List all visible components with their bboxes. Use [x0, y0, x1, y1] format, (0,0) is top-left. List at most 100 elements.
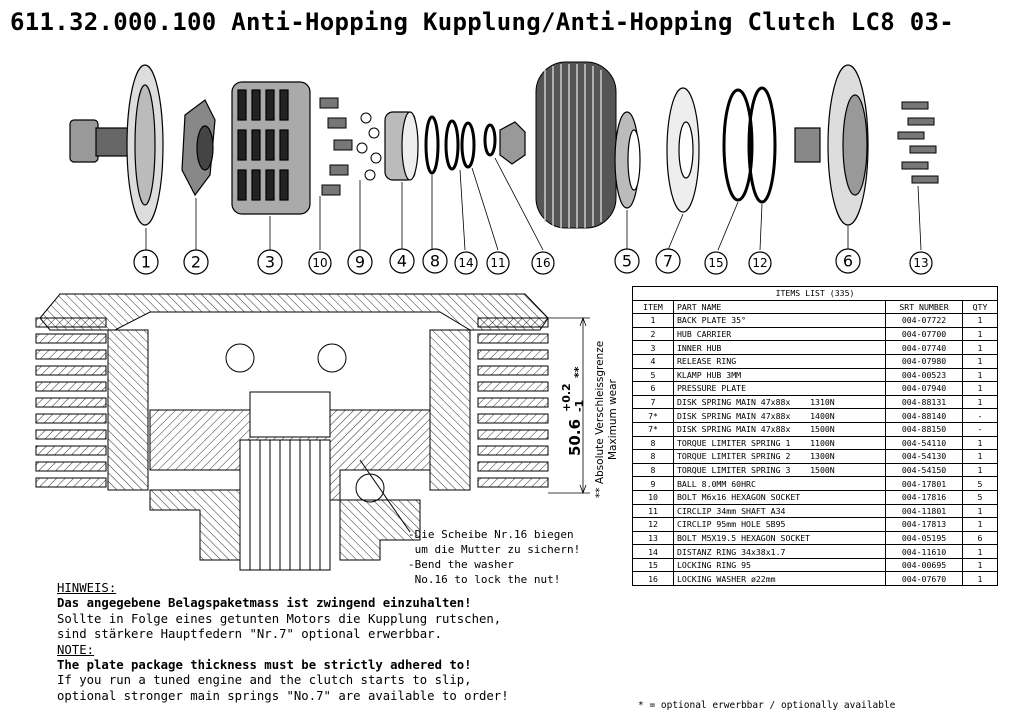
items-list-title: ITEMS LIST (335) — [632, 286, 998, 301]
clutch-plate-pack — [535, 61, 617, 229]
part-9-balls — [356, 112, 382, 181]
callout-label: 9 — [355, 253, 365, 272]
quantity-cell: 1 — [962, 517, 998, 532]
quantity-cell: 1 — [962, 353, 998, 369]
item-number-cell: 13 — [632, 530, 674, 546]
item-number-cell: 14 — [632, 544, 674, 559]
callout-5: 5 — [614, 248, 640, 274]
quantity-cell: 5 — [962, 476, 998, 491]
callout-6: 6 — [835, 248, 861, 274]
part-name-cell: RELEASE RING — [673, 353, 886, 369]
callout-15: 15 — [704, 251, 728, 275]
dimension-tol-plus: +0.2 — [560, 383, 573, 412]
quantity-cell: 1 — [962, 367, 998, 383]
part-15-12-circlips — [722, 86, 777, 204]
callout-12: 12 — [748, 251, 772, 275]
part-number-cell: 004-07700 — [885, 326, 963, 342]
notes-block: HINWEIS: Das angegebene Belagspaketmass … — [57, 581, 509, 704]
item-number-cell: 1 — [632, 313, 674, 328]
page-title: 611.32.000.100 Anti-Hopping Kupplung/Ant… — [10, 8, 954, 36]
item-number-cell: 8 — [632, 435, 674, 451]
callout-11: 11 — [486, 251, 510, 275]
part-10-bolts — [319, 97, 353, 196]
item-number-cell: 10 — [632, 489, 674, 505]
note-bold-de: Das angegebene Belagspaketmass ist zwing… — [57, 596, 472, 611]
part-number-cell: 004-07940 — [885, 381, 963, 396]
callout-label: 16 — [535, 256, 550, 270]
item-number-cell: 7 — [632, 394, 674, 410]
quantity-cell: - — [962, 408, 998, 423]
note-heading-en: NOTE: — [57, 642, 95, 657]
pressure-plate-section — [39, 293, 549, 331]
column-header: ITEM — [632, 299, 674, 315]
part-name-cell: DISK SPRING MAIN 47x88x 1500N — [673, 421, 886, 437]
item-number-cell: 16 — [632, 571, 674, 587]
item-number-cell: 4 — [632, 353, 674, 369]
part-name-cell: PRESSURE PLATE — [673, 381, 886, 396]
part-number-cell: 004-88131 — [885, 394, 963, 410]
part-16-nut — [499, 121, 526, 165]
part-name-cell: DISTANZ RING 34x38x1.7 — [673, 544, 886, 559]
callout-label: 4 — [397, 252, 407, 271]
quantity-cell: 1 — [962, 544, 998, 559]
callout-label: 14 — [458, 256, 473, 270]
part-number-cell: 004-07722 — [885, 313, 963, 328]
item-number-cell: 5 — [632, 367, 674, 383]
part-number-cell: 004-54130 — [885, 449, 963, 464]
part-name-cell: INNER HUB — [673, 340, 886, 355]
quantity-cell: 1 — [962, 326, 998, 342]
dimension-line — [548, 316, 590, 495]
quantity-cell: 1 — [962, 313, 998, 328]
part-name-cell: TORQUE LIMITER SPRING 2 1300N — [673, 449, 886, 464]
dimension-tol-minus: -1 — [573, 399, 586, 412]
item-number-cell: 8 — [632, 449, 674, 464]
part-name-cell: BOLT M5X19.5 HEXAGON SOCKET — [673, 530, 886, 546]
part-number-cell: 004-17801 — [885, 476, 963, 491]
lower-carrier-section — [149, 489, 241, 561]
part-13-bolts — [897, 101, 939, 184]
callout-label: 7 — [663, 252, 673, 271]
note-text-de: sind stärkere Hauptfedern "Nr.7" optiona… — [57, 627, 442, 642]
wear-limit-label-en: Maximum wear — [607, 379, 619, 460]
part-name-cell: TORQUE LIMITER SPRING 3 1500N — [673, 462, 886, 478]
quantity-cell: 5 — [962, 489, 998, 505]
quantity-cell: 1 — [962, 449, 998, 464]
quantity-cell: 6 — [962, 530, 998, 546]
part-name-cell: HUB CARRIER — [673, 326, 886, 342]
callout-label: 2 — [191, 253, 201, 272]
item-number-cell: 9 — [632, 476, 674, 491]
quantity-cell: 1 — [962, 394, 998, 410]
part-3-inner-hub — [231, 81, 311, 215]
column-header: SRT NUMBER — [885, 299, 963, 315]
right-plate-pack — [477, 317, 549, 488]
note-text-de: Sollte in Folge eines getunten Motors di… — [57, 611, 502, 626]
outer-basket-right — [429, 329, 471, 491]
part-4-release-ring — [384, 111, 419, 181]
part-number-cell: 004-07670 — [885, 571, 963, 587]
part-number-cell: 004-54150 — [885, 462, 963, 478]
part-number-cell: 004-00523 — [885, 367, 963, 383]
note-bold-en: The plate package thickness must be stri… — [57, 658, 472, 673]
quantity-cell: - — [962, 421, 998, 437]
callout-2: 2 — [183, 249, 209, 275]
callout-3: 3 — [257, 249, 283, 275]
callout-10: 10 — [308, 251, 332, 275]
item-number-cell: 7* — [632, 408, 674, 423]
washer-note: -Die Scheibe Nr.16 biegen um die Mutter … — [408, 527, 580, 587]
callout-7: 7 — [655, 248, 681, 274]
washer-note-line: No.16 to lock the nut! — [408, 573, 561, 586]
part-7-disk-spring — [666, 87, 700, 213]
callout-label: 13 — [913, 256, 928, 270]
column-header: PART NAME — [673, 299, 886, 315]
part-number-cell: 004-07980 — [885, 353, 963, 369]
quantity-cell: 1 — [962, 571, 998, 587]
